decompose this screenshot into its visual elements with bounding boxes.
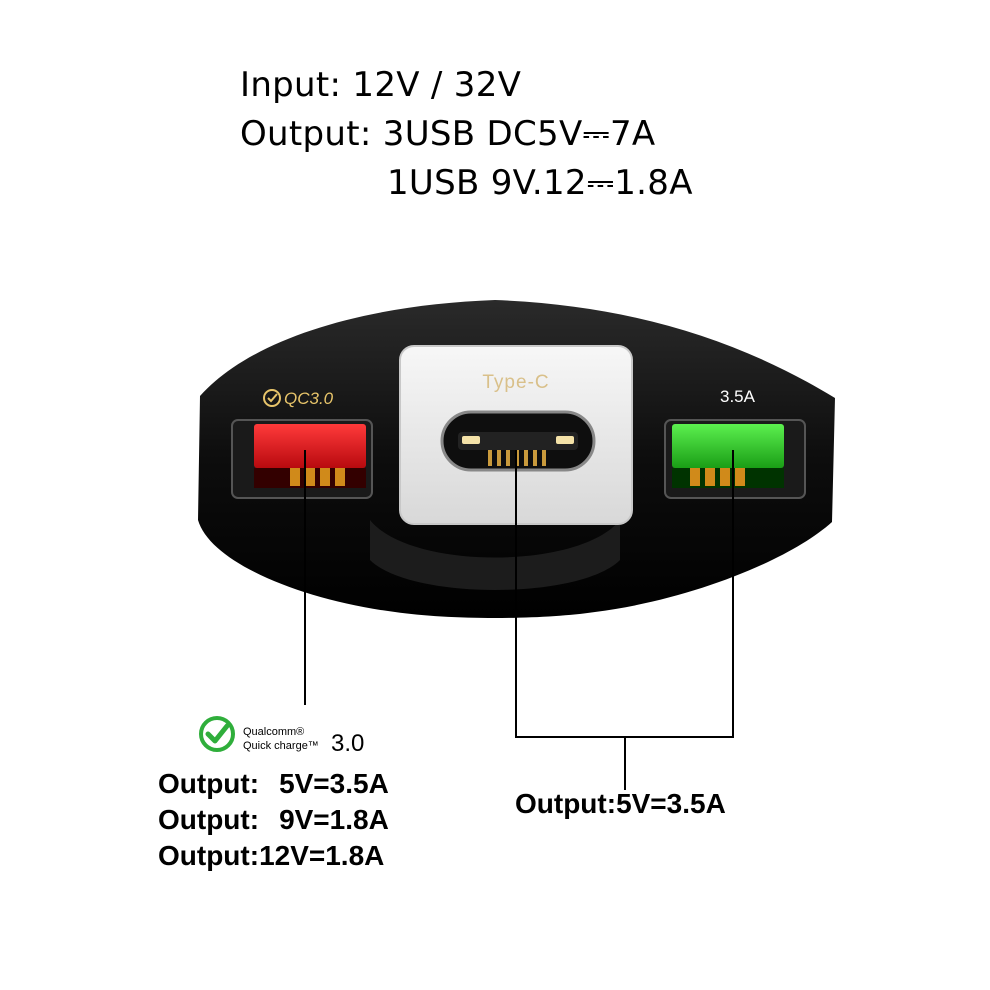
- left-output-1: Output: 5V=3.5A: [158, 770, 389, 798]
- output-spec-line1: Output: 3USB DC5V⎓7A: [240, 117, 655, 151]
- left-output-3: Output:12V=1.8A: [158, 842, 384, 870]
- right-port-label: 3.5A: [720, 387, 756, 406]
- right-callout-bracket: [515, 450, 734, 790]
- dc-symbol: ⎓: [586, 163, 615, 203]
- qc-check-icon: [199, 716, 235, 752]
- charger-inner-bowl: [370, 520, 620, 590]
- left-output-3-value: 12V=1.8A: [259, 840, 385, 871]
- qc3-text: QC3.0: [284, 389, 334, 408]
- type-c-panel: Type-C: [399, 345, 633, 525]
- type-c-label: Type-C: [482, 372, 549, 393]
- right-usb-port: [664, 419, 806, 499]
- left-usb-port: [231, 419, 373, 499]
- qc3-label: QC3.0: [263, 389, 334, 408]
- left-output-1-value: 5V=3.5A: [279, 768, 389, 799]
- left-output-1-label: Output:: [158, 768, 260, 799]
- output-spec-line1-text: Output: 3USB DC5V: [240, 114, 583, 154]
- qualcomm-brand: Qualcomm®: [243, 726, 305, 738]
- right-output: Output:5V=3.5A: [515, 788, 726, 819]
- left-output-2-value: 9V=1.8A: [279, 804, 389, 835]
- output-spec-line2: 1USB 9V.12⎓1.8A: [387, 166, 693, 200]
- left-output-2: Output: 9V=1.8A: [158, 806, 389, 834]
- dc-symbol: ⎓: [582, 114, 610, 154]
- output-spec-line2-value: 1.8A: [614, 163, 693, 203]
- qualcomm-product: Quick charge™: [243, 740, 319, 752]
- output-spec-line2-text: 1USB 9V.12: [387, 163, 587, 203]
- left-output-2-label: Output:: [158, 804, 260, 835]
- qualcomm-version: 3.0: [331, 730, 365, 757]
- output-spec-line1-value: 7A: [609, 114, 656, 154]
- qualcomm-badge: Qualcomm® Quick charge™ 3.0: [197, 714, 367, 764]
- input-spec: Input: 12V / 32V: [240, 65, 522, 105]
- left-output-3-label: Output:: [158, 840, 260, 871]
